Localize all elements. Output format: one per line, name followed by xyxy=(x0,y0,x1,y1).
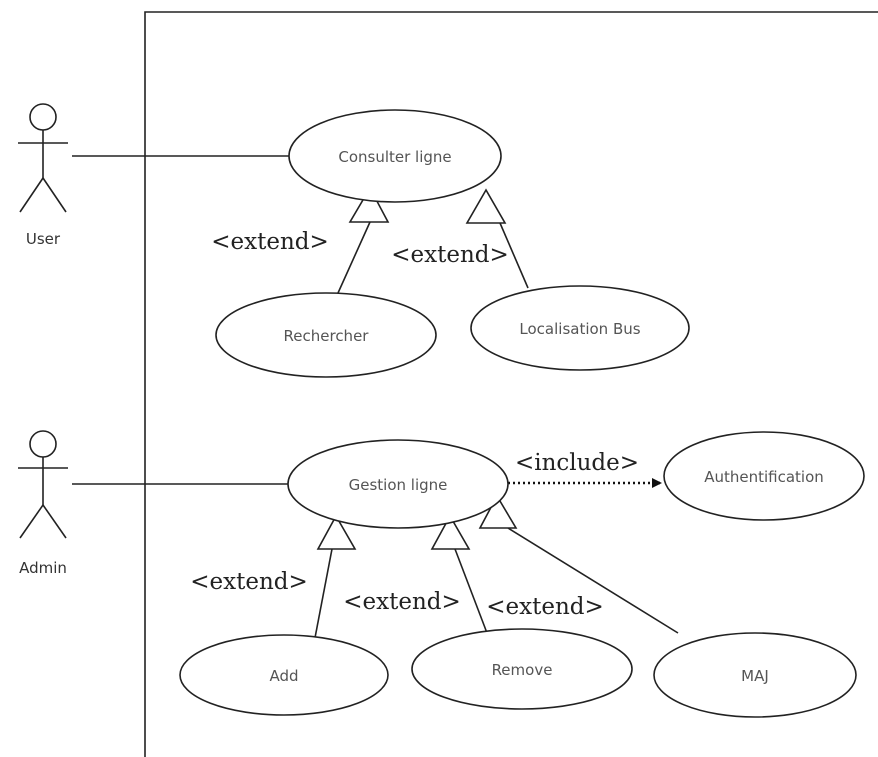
extend-line-maj xyxy=(507,527,679,634)
use-case-maj: MAJ xyxy=(653,632,857,718)
use-case-authentification-label: Authentification xyxy=(704,468,824,486)
actor-admin: Admin xyxy=(18,430,68,577)
system-boundary xyxy=(144,11,878,757)
extend-head-maj xyxy=(478,494,518,529)
use-case-localisation-bus: Localisation Bus xyxy=(470,285,690,371)
include-label-authentification: <include> xyxy=(515,450,639,476)
extend-line-rechercher xyxy=(337,221,371,294)
extend-line-add xyxy=(313,548,333,644)
extend-head-remove xyxy=(430,514,471,550)
extend-line-remove xyxy=(454,548,488,634)
use-case-gestion-ligne: Gestion ligne xyxy=(287,439,509,529)
extend-label-remove: <extend> xyxy=(343,589,461,615)
actor-admin-label: Admin xyxy=(19,559,67,577)
actor-user: User xyxy=(18,103,68,248)
use-case-localisation-bus-label: Localisation Bus xyxy=(519,320,640,338)
actor-user-label: User xyxy=(26,230,61,248)
use-case-add-label: Add xyxy=(269,667,298,685)
use-case-authentification: Authentification xyxy=(663,431,865,521)
extend-head-add xyxy=(316,514,357,550)
use-case-rechercher: Rechercher xyxy=(215,292,437,378)
use-case-remove-label: Remove xyxy=(492,661,553,679)
extend-label-rechercher: <extend> xyxy=(211,229,329,255)
use-case-gestion-ligne-label: Gestion ligne xyxy=(349,476,448,494)
use-case-consulter-ligne: Consulter ligne xyxy=(288,109,502,203)
extend-label-maj: <extend> xyxy=(486,594,604,620)
use-case-consulter-ligne-label: Consulter ligne xyxy=(338,148,451,166)
extend-head-localisation xyxy=(465,188,507,224)
extend-label-localisation: <extend> xyxy=(391,242,509,268)
use-case-maj-label: MAJ xyxy=(741,667,769,685)
extend-head-rechercher xyxy=(348,186,390,223)
extend-label-add: <extend> xyxy=(190,569,308,595)
use-case-add: Add xyxy=(179,634,389,716)
use-case-remove: Remove xyxy=(411,628,633,710)
use-case-rechercher-label: Rechercher xyxy=(284,327,370,345)
extend-line-localisation xyxy=(499,222,529,289)
